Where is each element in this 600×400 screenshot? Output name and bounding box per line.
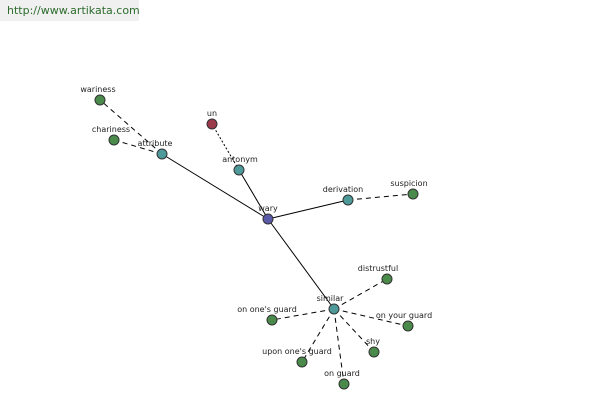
node-similar[interactable] xyxy=(328,303,340,315)
node-label-wary: wary xyxy=(258,204,278,213)
labels-layer: wary attribute antonym derivation similar war… xyxy=(80,85,432,378)
node-label-attribute: attribute xyxy=(138,139,173,148)
node-label-on-ones-guard: on one's guard xyxy=(237,305,297,314)
node-chariness[interactable] xyxy=(108,134,120,146)
node-label-on-guard: on guard xyxy=(324,369,360,378)
edge-similar-to-on-guard xyxy=(333,308,345,385)
edge-derivation-to-suspicion xyxy=(347,193,414,201)
node-label-shy: shy xyxy=(366,337,380,346)
node-label-suspicion: suspicion xyxy=(390,179,427,188)
node-on-your-guard[interactable] xyxy=(402,320,414,332)
node-distrustful[interactable] xyxy=(381,273,393,285)
node-label-upon-ones-guard: upon one's guard xyxy=(262,347,332,356)
node-derivation[interactable] xyxy=(342,194,354,206)
node-un[interactable] xyxy=(206,118,218,130)
node-label-on-your-guard: on your guard xyxy=(376,311,432,320)
edge-wary-to-antonym xyxy=(238,169,269,220)
edge-attribute-to-wariness xyxy=(99,99,163,155)
node-label-wariness: wariness xyxy=(80,85,115,94)
node-shy[interactable] xyxy=(368,346,380,358)
node-antonym[interactable] xyxy=(233,164,245,176)
source-link[interactable]: http://www.artikata.com xyxy=(7,4,140,17)
edge-wary-to-attribute xyxy=(161,153,269,220)
node-wariness[interactable] xyxy=(94,94,106,106)
node-on-guard[interactable] xyxy=(338,378,350,390)
node-upon-ones-guard[interactable] xyxy=(296,356,308,368)
edge-similar-to-shy xyxy=(333,308,375,353)
node-attribute[interactable] xyxy=(156,148,168,160)
edge-wary-to-similar xyxy=(267,218,335,310)
node-label-chariness: chariness xyxy=(92,125,130,134)
nodes-layer xyxy=(94,94,419,390)
node-label-distrustful: distrustful xyxy=(358,264,398,273)
edge-similar-to-on-ones-guard xyxy=(271,308,335,321)
edge-antonym-to-un xyxy=(211,123,240,171)
node-label-antonym: antonym xyxy=(222,155,258,164)
edge-similar-to-on-your-guard xyxy=(333,308,409,327)
edge-similar-to-distrustful xyxy=(333,278,388,310)
node-label-derivation: derivation xyxy=(323,185,363,194)
node-label-un: un xyxy=(207,109,217,118)
node-wary[interactable] xyxy=(262,213,274,225)
edge-wary-to-derivation xyxy=(267,199,349,220)
source-banner: http://www.artikata.com xyxy=(0,0,140,21)
node-label-similar: similar xyxy=(317,294,345,303)
edges-layer xyxy=(99,99,414,385)
node-suspicion[interactable] xyxy=(407,188,419,200)
node-on-ones-guard[interactable] xyxy=(266,314,278,326)
edge-similar-to-upon-ones-guard xyxy=(301,308,335,363)
